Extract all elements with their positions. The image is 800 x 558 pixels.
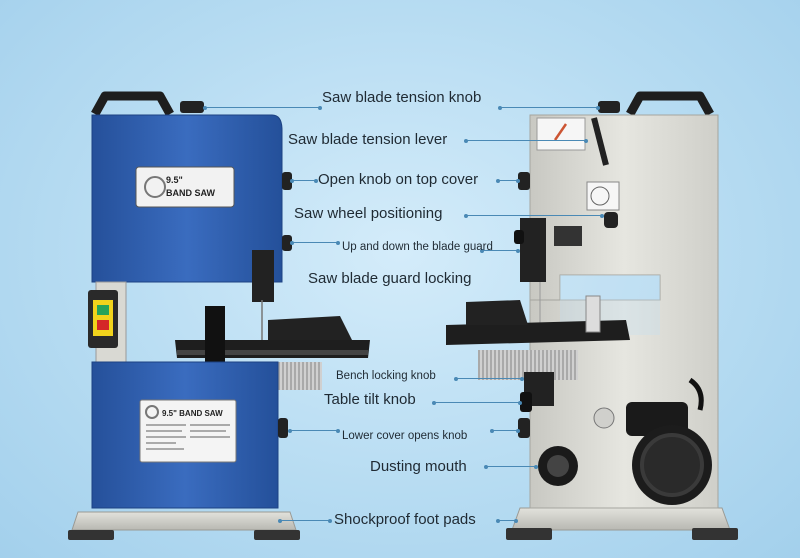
callout-table-tilt-knob: Table tilt knob — [324, 391, 416, 408]
callout-shockproof-foot-pads: Shockproof foot pads — [334, 511, 476, 528]
leader-line — [454, 376, 524, 381]
callout-up-and-down-the-blade-guard: Up and down the blade guard — [342, 241, 493, 253]
leader-line — [464, 138, 588, 143]
product-label: BAND SAW — [166, 188, 216, 198]
leader-line — [498, 105, 600, 110]
callout-bench-locking-knob: Bench locking knob — [336, 370, 436, 382]
svg-text:9.5" BAND SAW: 9.5" BAND SAW — [162, 409, 223, 418]
callout-dusting-mouth: Dusting mouth — [370, 458, 467, 475]
callout-saw-wheel-positioning: Saw wheel positioning — [294, 205, 443, 222]
leader-line — [480, 248, 520, 253]
front-view-band-saw: 9.5" BAND SAW 9.5" BAND SAW — [68, 91, 370, 540]
leader-line — [203, 105, 322, 110]
callout-saw-blade-tension-lever: Saw blade tension lever — [288, 131, 448, 148]
leader-line — [288, 428, 340, 433]
callout-lower-cover-opens-knob: Lower cover opens knob — [342, 430, 468, 442]
leader-line — [484, 464, 538, 469]
leader-line — [290, 240, 340, 245]
model-label: 9.5" — [166, 175, 183, 185]
leader-line — [464, 213, 604, 218]
leader-line — [496, 178, 520, 183]
rear-view-band-saw — [446, 91, 738, 540]
callout-saw-blade-guard-locking: Saw blade guard locking — [308, 270, 472, 287]
callout-open-knob-on-top-cover: Open knob on top cover — [318, 171, 479, 188]
leader-line — [278, 518, 332, 523]
leader-line — [290, 178, 318, 183]
leader-line — [490, 428, 520, 433]
callout-saw-blade-tension-knob: Saw blade tension knob — [322, 89, 482, 106]
leader-line — [432, 400, 522, 405]
leader-line — [496, 518, 518, 523]
